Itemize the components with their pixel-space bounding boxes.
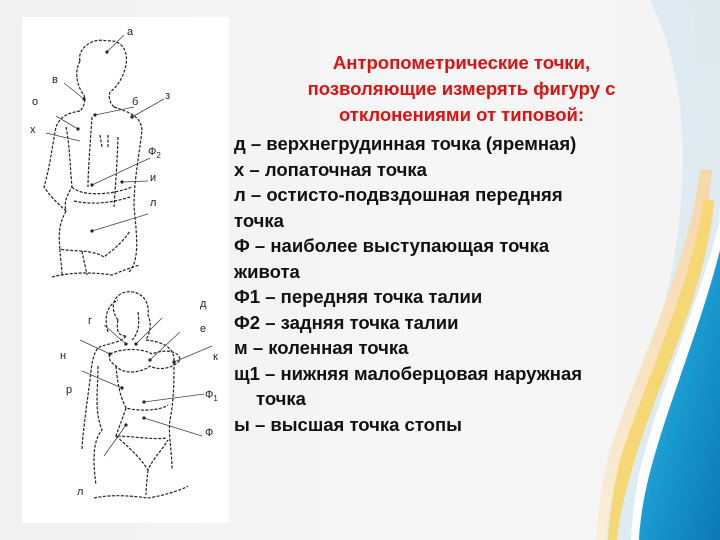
points-list: д – верхнегрудинная точка (яремная) х – … [234, 131, 704, 437]
label-f1: Ф1 [205, 389, 218, 403]
label-n: н [60, 350, 66, 362]
label-f2: Ф2 [148, 146, 161, 160]
label-l-back: л [150, 197, 156, 209]
label-k: к [213, 351, 218, 363]
label-o: о [32, 96, 38, 108]
label-b: б [132, 96, 138, 108]
title-line: позволяющие измерять фигуру с [307, 78, 616, 99]
list-item: Ф1 – передняя точка талии [234, 286, 483, 307]
list-item: Ф – наиболее выступающая точка [234, 235, 550, 256]
list-item-continuation: живота [234, 260, 300, 282]
label-x: х [30, 124, 36, 136]
list-item: л – остисто-подвздошная передняя [234, 184, 563, 205]
title-line: Антропометрические точки, [332, 52, 591, 73]
label-a: а [127, 26, 134, 38]
anthropometric-figures-image: а в б з о х Ф2 и л [22, 17, 229, 523]
label-d: д [200, 298, 207, 310]
label-r: р [66, 384, 72, 396]
title-line: отклонениями от типовой: [338, 104, 585, 125]
list-item-continuation: точка [256, 388, 306, 409]
list-item: Ф2 – задняя точка талии [234, 311, 459, 333]
label-i: и [150, 172, 156, 184]
list-item: х – лопаточная точка [234, 158, 427, 180]
slide-title: Антропометрические точки, позволяющие из… [234, 50, 689, 128]
text-content: Антропометрические точки, позволяющие из… [234, 50, 704, 437]
figure-drawings: а в б з о х Ф2 и л [30, 26, 218, 499]
list-item-continuation: точка [234, 209, 284, 231]
list-item: ы – высшая точка стопы [234, 413, 462, 435]
label-v: в [52, 74, 58, 86]
list-item: д – верхнегрудинная точка (яремная) [234, 133, 577, 154]
list-item: щ1 – нижняя малоберцовая наружная [234, 362, 583, 384]
label-z: з [165, 90, 170, 102]
label-f: Ф [205, 427, 213, 439]
list-item: м – коленная точка [234, 337, 409, 358]
label-g: г [88, 315, 92, 327]
label-l-front: л [77, 486, 83, 498]
label-e: е [200, 323, 206, 335]
